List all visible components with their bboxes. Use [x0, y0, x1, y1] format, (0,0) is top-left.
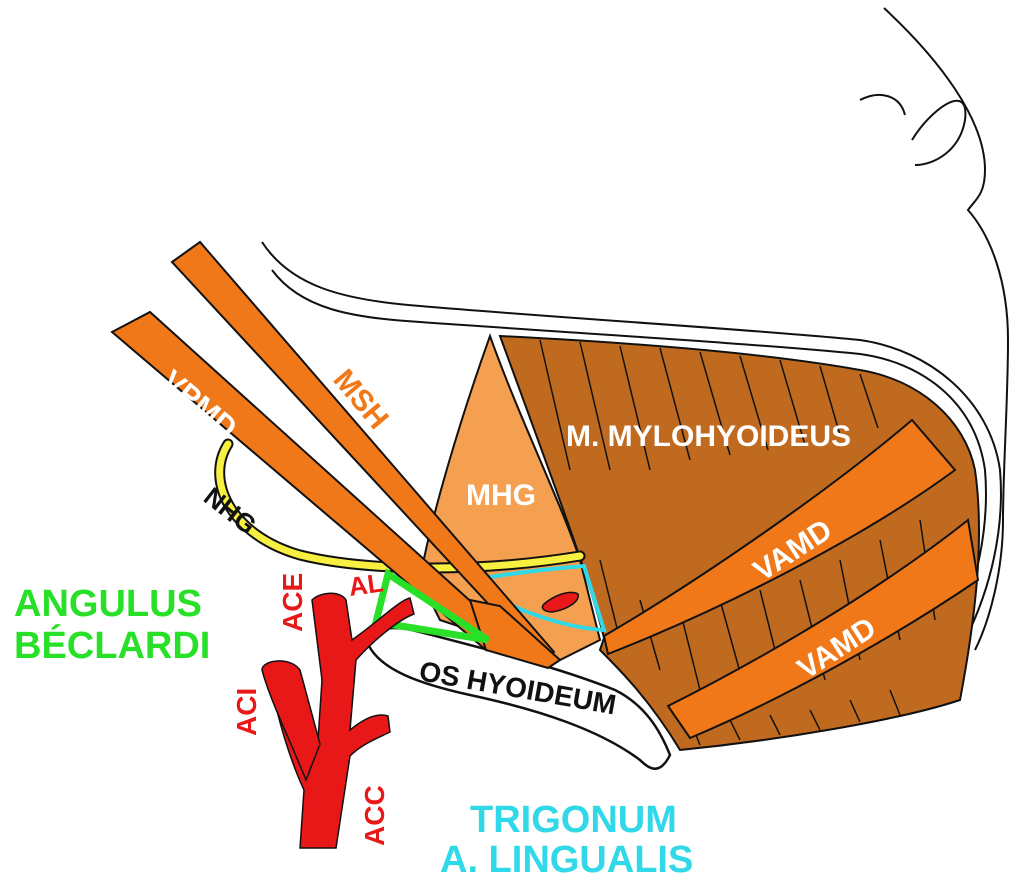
ace-label: ACE	[277, 573, 308, 632]
trigonum-label-line1: TRIGONUM	[470, 799, 677, 841]
nostril-outline	[912, 101, 965, 165]
acc-label: ACC	[359, 785, 390, 846]
angulus-label-line2: BÉCLARDI	[14, 623, 210, 667]
al-label: AL	[347, 567, 386, 602]
internal-carotid-artery	[262, 661, 320, 780]
mylohyoideus-label: M. MYLOHYOIDEUS	[566, 420, 851, 453]
trigonum-label-line2: A. LINGUALIS	[440, 839, 693, 881]
mhg-label: MHG	[466, 479, 536, 512]
nose-wing-outline	[860, 95, 905, 115]
angulus-label-line1: ANGULUS	[14, 583, 202, 625]
aci-label: ACI	[231, 688, 262, 736]
